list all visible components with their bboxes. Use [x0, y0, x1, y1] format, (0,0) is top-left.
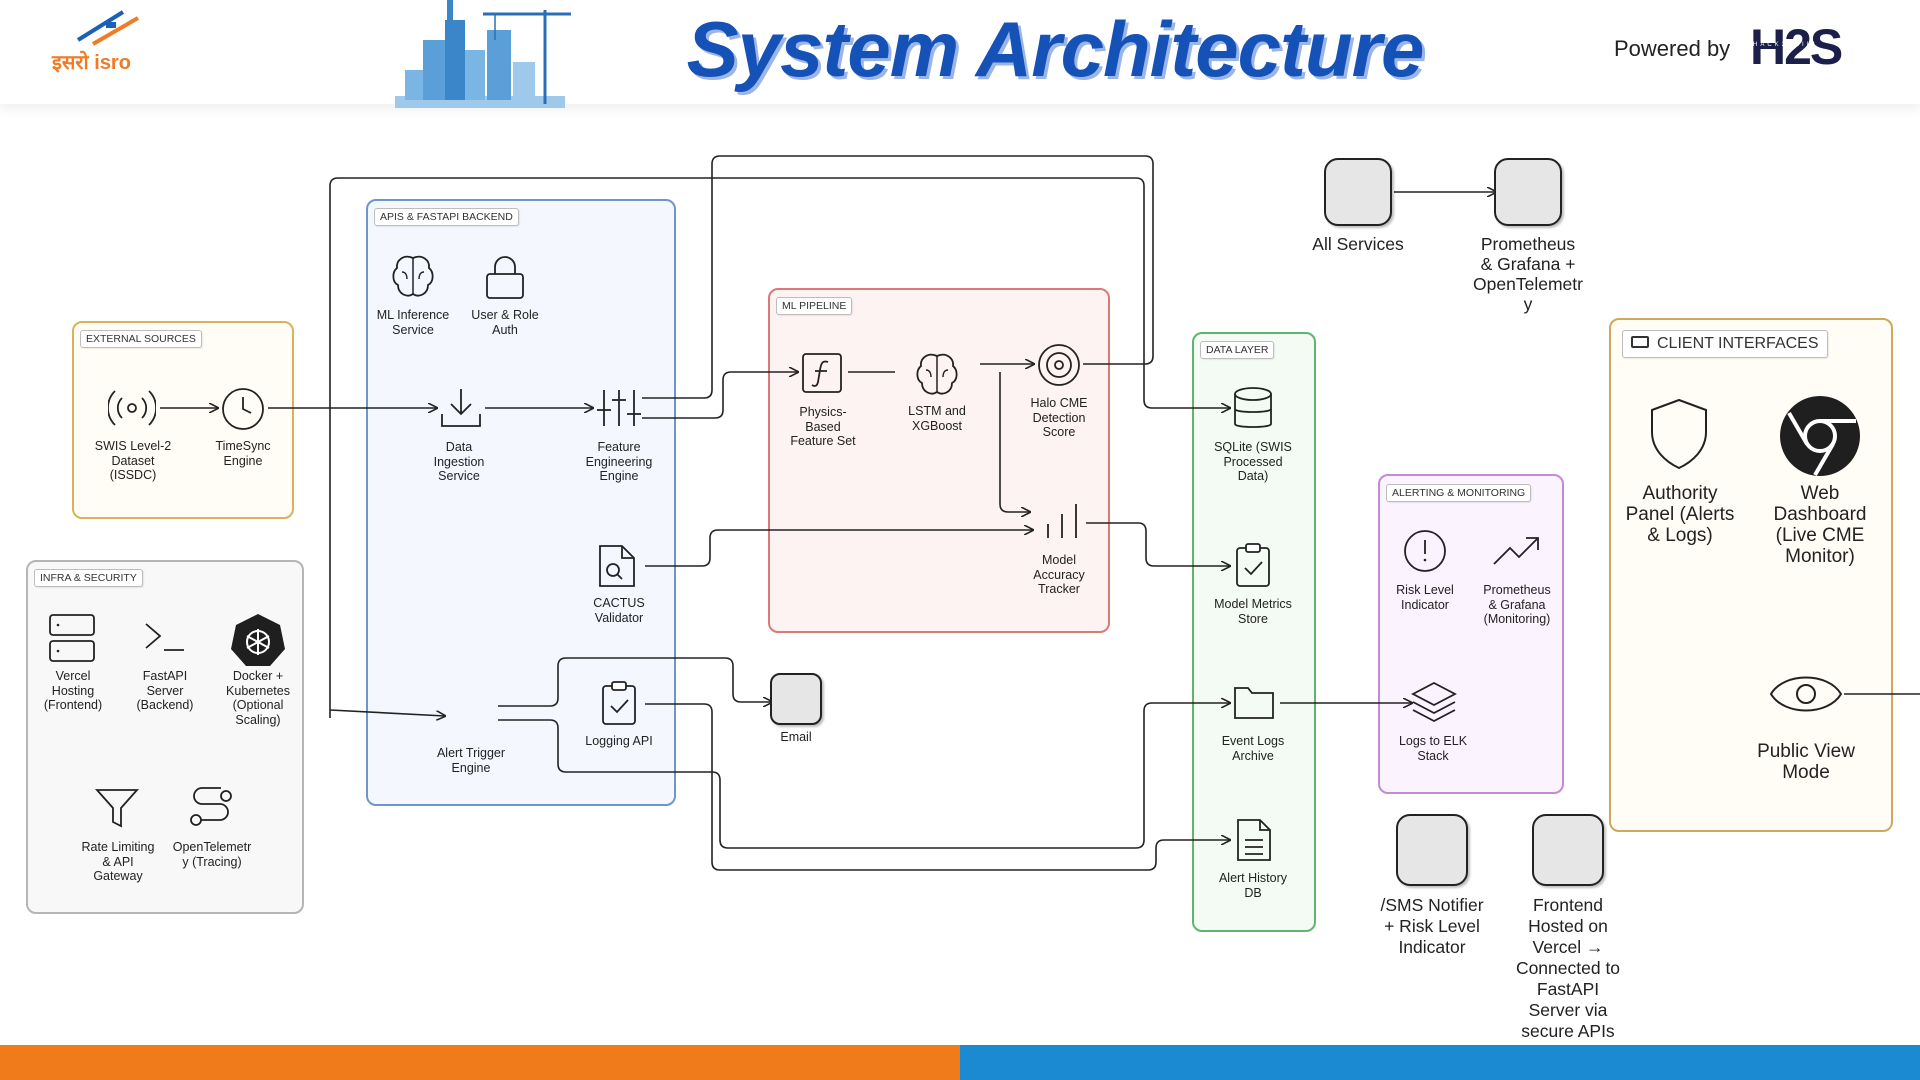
public-view-mode-label: Public View Mode	[1757, 741, 1855, 783]
brain-icon-lstm	[916, 353, 958, 395]
prometheus-monitoring-label: Prometheus & Grafana (Monitoring)	[1483, 583, 1551, 626]
client-interfaces-label: CLIENT INTERFACES	[1657, 335, 1819, 352]
isro-logo	[76, 10, 140, 46]
h2s-logo: H2S	[1750, 19, 1843, 75]
clipboard-check-icon-metrics	[1236, 543, 1270, 587]
email-box	[770, 673, 822, 725]
folder-icon	[1234, 687, 1274, 719]
event-logs-archive-label: Event Logs Archive	[1221, 734, 1285, 763]
data-layer-group	[1192, 332, 1316, 932]
broadcast-icon	[108, 390, 156, 426]
target-icon	[1038, 344, 1080, 386]
database-icon	[1234, 387, 1272, 428]
shield-icon	[1651, 398, 1707, 470]
all-services-box	[1324, 158, 1392, 226]
sms-notifier-label: /SMS Notifier + Risk Level Indicator	[1380, 895, 1484, 957]
page-title: System Architecture	[686, 5, 1425, 93]
all-services-label: All Services	[1312, 234, 1404, 254]
user-role-auth-label: User & Role Auth	[471, 308, 539, 337]
download-icon	[441, 389, 481, 427]
timesync-engine-label: TimeSync Engine	[215, 439, 271, 468]
logs-elk-stack-label: Logs to ELK Stack	[1398, 734, 1468, 763]
brain-icon	[392, 255, 434, 297]
document-icon	[1237, 819, 1271, 861]
infra-security-tag: INFRA & SECURITY	[34, 569, 143, 587]
city-construction-icon	[395, 0, 571, 108]
lock-icon	[486, 256, 524, 299]
sqlite-processed-data-label: SQLite (SWIS Processed Data)	[1214, 440, 1292, 483]
email-label: Email	[780, 730, 812, 744]
trend-up-icon	[1493, 537, 1539, 565]
vercel-hosting-label: Vercel Hosting (Frontend)	[43, 669, 103, 712]
frontend-hosted-box	[1532, 814, 1604, 886]
model-accuracy-tracker-label: Model Accuracy Tracker	[1033, 553, 1085, 596]
alerting-monitoring-group	[1378, 474, 1564, 794]
eye-icon	[1769, 676, 1843, 712]
risk-level-indicator-label: Risk Level Indicator	[1396, 583, 1454, 612]
monitor-icon	[1631, 336, 1649, 348]
sliders-icon	[597, 390, 641, 426]
client-interfaces-tag: CLIENT INTERFACES	[1622, 330, 1828, 358]
footer-blue-bar	[960, 1045, 1920, 1080]
sms-notifier-box	[1396, 814, 1468, 886]
isro-logo-text: इसरो isro	[52, 52, 131, 74]
h2s-logo-sub: HACK2SKILL	[1753, 42, 1820, 48]
docker-kubernetes-label: Docker + Kubernetes (Optional Scaling)	[226, 669, 290, 727]
halo-cme-detection-label: Halo CME Detection Score	[1030, 396, 1088, 439]
client-interfaces-group	[1609, 318, 1893, 832]
model-metrics-store-label: Model Metrics Store	[1214, 597, 1292, 626]
file-search-icon	[599, 545, 635, 587]
cactus-validator-label: CACTUS Validator	[593, 596, 645, 625]
frontend-hosted-label: Frontend Hosted on Vercel → Connected to…	[1515, 895, 1621, 1041]
ml-pipeline-tag: ML PIPELINE	[776, 297, 853, 315]
apis-backend-tag: APIS & FASTAPI BACKEND	[374, 208, 519, 226]
server-icon	[49, 614, 95, 662]
filter-icon	[94, 789, 140, 828]
function-icon	[802, 353, 842, 393]
alert-circle-icon	[1404, 530, 1446, 572]
web-dashboard-label: Web Dashboard (Live CME Monitor)	[1773, 483, 1867, 567]
prometheus-grafana-otel-label: Prometheus & Grafana + OpenTelemetr y	[1473, 234, 1583, 314]
external-sources-group	[72, 321, 294, 519]
route-icon	[190, 787, 232, 826]
header-bar	[0, 0, 1920, 104]
authority-panel-label: Authority Panel (Alerts & Logs)	[1625, 483, 1735, 546]
swis-dataset-label: SWIS Level-2 Dataset (ISSDC)	[94, 439, 172, 482]
bar-chart-icon	[1047, 504, 1077, 538]
logging-api-label: Logging API	[585, 734, 653, 748]
terminal-icon	[145, 623, 184, 651]
prometheus-box	[1494, 158, 1562, 226]
alert-history-db-label: Alert History DB	[1218, 871, 1288, 900]
powered-by-label: Powered by	[1614, 36, 1731, 61]
chrome-icon	[1780, 396, 1860, 477]
clock-icon	[222, 388, 264, 430]
data-ingestion-service-label: Data Ingestion Service	[433, 440, 485, 483]
lstm-xgboost-label: LSTM and XGBoost	[908, 404, 966, 433]
data-layer-tag: DATA LAYER	[1200, 341, 1275, 359]
external-sources-tag: EXTERNAL SOURCES	[80, 330, 202, 348]
alerting-monitoring-tag: ALERTING & MONITORING	[1386, 484, 1532, 502]
rate-limiting-gateway-label: Rate Limiting & API Gateway	[81, 840, 155, 883]
footer-orange-bar	[0, 1045, 960, 1080]
kubernetes-icon	[231, 614, 285, 666]
physics-feature-set-label: Physics- Based Feature Set	[790, 405, 856, 448]
feature-engineering-engine-label: Feature Engineering Engine	[585, 440, 653, 483]
alert-trigger-engine-label: Alert Trigger Engine	[436, 746, 506, 775]
layers-icon	[1411, 681, 1457, 723]
clipboard-check-icon	[602, 681, 636, 725]
opentelemetry-tracing-label: OpenTelemetr y (Tracing)	[172, 840, 252, 869]
fastapi-server-label: FastAPI Server (Backend)	[136, 669, 194, 712]
ml-inference-service-label: ML Inference Service	[376, 308, 450, 337]
